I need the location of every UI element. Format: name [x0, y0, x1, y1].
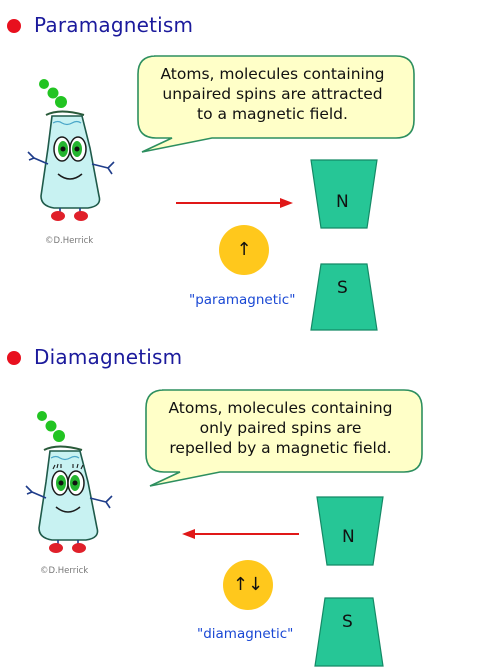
- magnet-north-pole: [316, 496, 384, 566]
- copyright-text: ©D.Herrick: [40, 566, 89, 576]
- spin-circle: ↑: [219, 225, 269, 275]
- bullet-dot: [7, 19, 21, 33]
- repulsion-arrow: [182, 529, 299, 539]
- bullet-dot: [7, 351, 21, 365]
- speech-bubble: [137, 55, 415, 153]
- bubble-text: Atoms, molecules containing only paired …: [148, 398, 413, 458]
- speech-bubble: [145, 389, 423, 487]
- bubble-line: repelled by a magnetic field.: [169, 439, 392, 457]
- spin-pair-arrows: ↑↓: [232, 574, 264, 595]
- bubble-line: only paired spins are: [199, 419, 362, 437]
- bubble-line: Atoms, molecules containing: [160, 65, 385, 83]
- state-label: "paramagnetic": [189, 292, 296, 308]
- bubble-line: to a magnetic field.: [197, 105, 348, 123]
- bubble-text: Atoms, molecules containing unpaired spi…: [140, 64, 405, 124]
- north-pole-label: N: [342, 527, 355, 547]
- section-heading-diamagnetism: Diamagnetism: [34, 345, 183, 369]
- section-heading-paramagnetism: Paramagnetism: [34, 13, 194, 37]
- north-pole-label: N: [336, 192, 349, 212]
- magnet-south-pole: [314, 597, 384, 667]
- magnet-south-pole: [310, 263, 378, 331]
- spin-up-arrow: ↑: [236, 239, 252, 260]
- magnet-north-pole: [310, 159, 378, 229]
- spin-circle: ↑↓: [223, 560, 273, 610]
- south-pole-label: S: [337, 278, 348, 298]
- bubble-line: unpaired spins are attracted: [162, 85, 383, 103]
- state-label: "diamagnetic": [197, 626, 294, 642]
- attraction-arrow: [176, 198, 293, 208]
- copyright-text: ©D.Herrick: [45, 236, 94, 246]
- flask-mascot: [27, 79, 115, 221]
- south-pole-label: S: [342, 612, 353, 632]
- bubble-line: Atoms, molecules containing: [168, 399, 393, 417]
- flask-mascot: [25, 411, 113, 553]
